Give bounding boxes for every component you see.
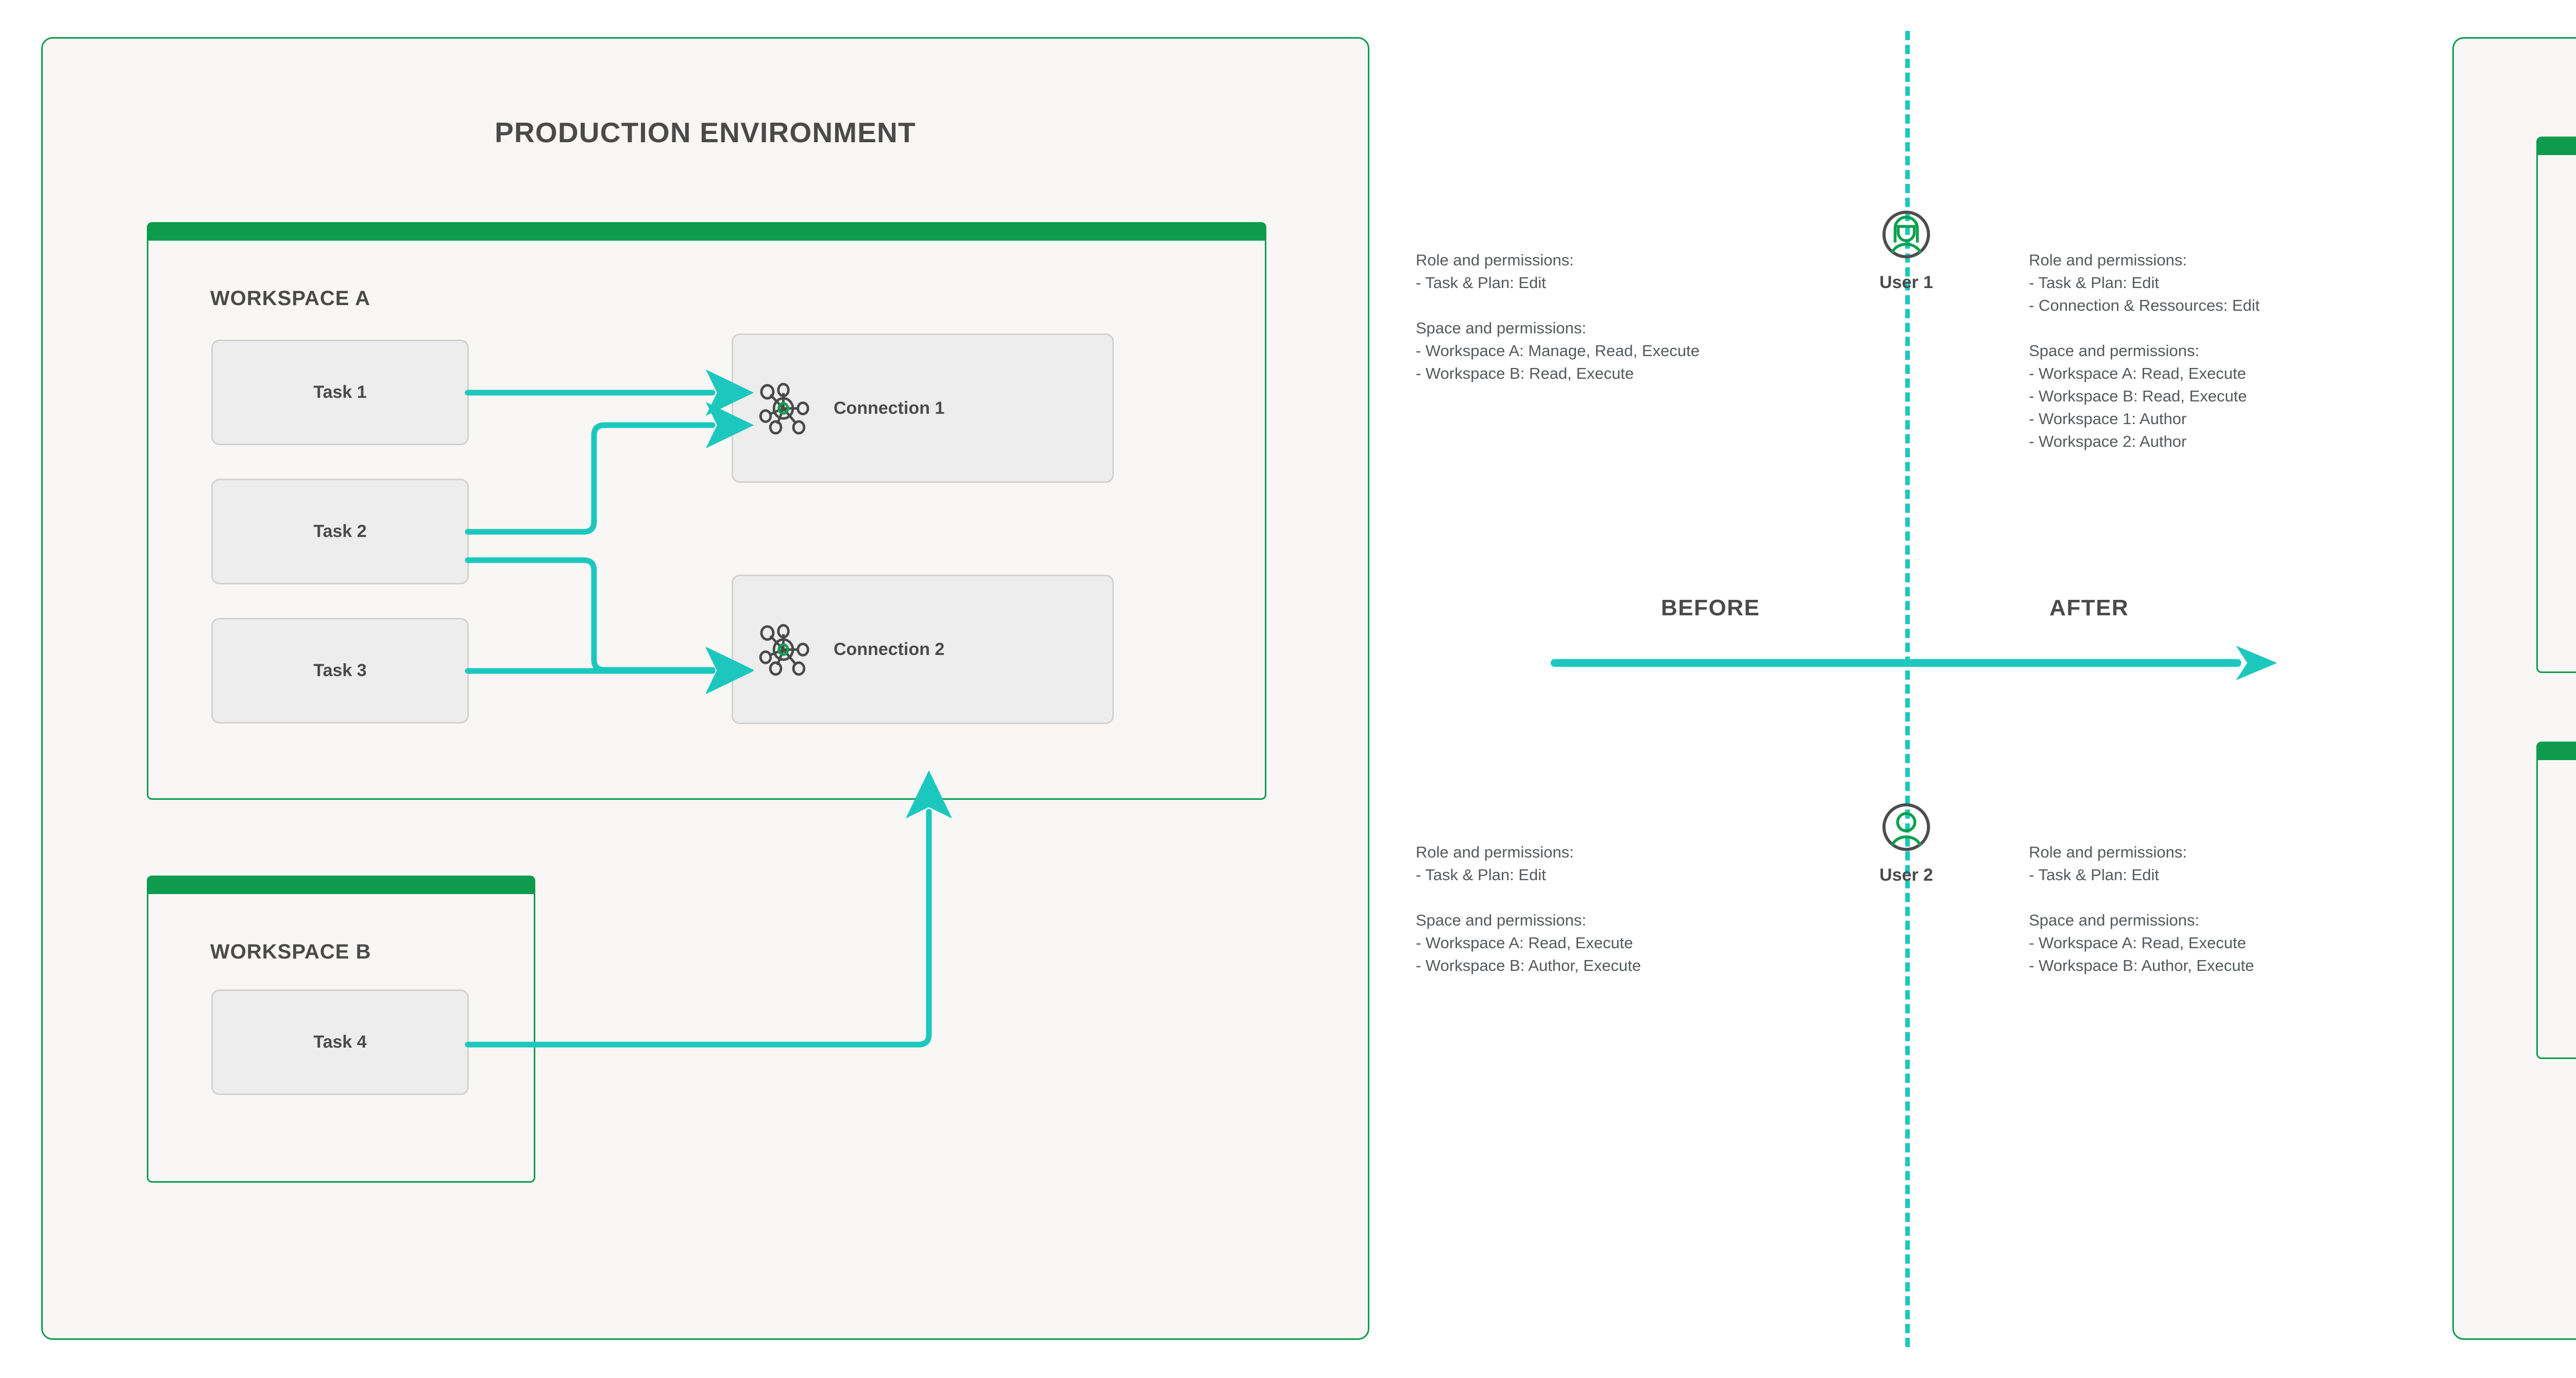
user-2-before-permissions: Role and permissions: - Task & Plan: Edi… bbox=[1416, 843, 1641, 975]
after-label: AFTER bbox=[2049, 595, 2129, 620]
node-label: Task 4 bbox=[313, 1032, 367, 1052]
before-production-environment-panel: PRODUCTION ENVIRONMENT WORKSPACE A Task … bbox=[41, 37, 1369, 1340]
node-label: Connection 2 bbox=[834, 639, 945, 659]
user-2-avatar-group: User 2 bbox=[1839, 796, 1973, 885]
node-label: Task 2 bbox=[313, 522, 367, 541]
before-task-3[interactable]: Task 3 bbox=[211, 618, 469, 724]
after-workspace-a: WORKSPACE A Task 1 Task 2 Task 3 bbox=[2536, 137, 2576, 673]
node-label: Task 1 bbox=[313, 382, 367, 402]
after-workspace-b: WORKSPACE B Task 4 bbox=[2536, 742, 2576, 1059]
workspace-header-bar bbox=[2536, 742, 2576, 760]
after-workspace-b-title: WORKSPACE B bbox=[2538, 788, 2576, 812]
user-avatar-long-hair-icon bbox=[1839, 204, 1973, 265]
before-workspace-b-title: WORKSPACE B bbox=[210, 940, 371, 963]
before-workspace-a: WORKSPACE A Task 1 Task 2 Task 3 bbox=[147, 222, 1266, 800]
user-1-before-permissions: Role and permissions: - Task & Plan: Edi… bbox=[1416, 251, 1700, 383]
before-task-2[interactable]: Task 2 bbox=[211, 479, 469, 584]
before-task-1[interactable]: Task 1 bbox=[211, 340, 469, 445]
before-connection-2[interactable]: Connection 2 bbox=[732, 575, 1114, 724]
user-2-label: User 2 bbox=[1879, 865, 1933, 885]
before-workspace-b: WORKSPACE B Task 4 bbox=[147, 876, 535, 1183]
user-1-label: User 1 bbox=[1879, 273, 1933, 292]
before-workspace-a-title: WORKSPACE A bbox=[210, 287, 370, 310]
before-label: BEFORE bbox=[1660, 595, 1760, 620]
before-after-divider bbox=[1905, 31, 1910, 1347]
node-label: Connection 1 bbox=[834, 398, 945, 418]
before-task-4[interactable]: Task 4 bbox=[211, 989, 469, 1095]
node-label: Task 3 bbox=[313, 661, 367, 680]
after-production-environment-panel: PRODUCTION ENVIRONMENT WORKSPACE A Task … bbox=[2452, 37, 2576, 1340]
before-environment-title: PRODUCTION ENVIRONMENT bbox=[495, 116, 916, 148]
user-2-after-permissions: Role and permissions: - Task & Plan: Edi… bbox=[2029, 843, 2255, 975]
workspace-header-bar bbox=[147, 222, 1266, 241]
connection-hub-icon bbox=[754, 379, 813, 438]
workspace-header-bar bbox=[147, 876, 535, 894]
after-workspace-a-title: WORKSPACE A bbox=[2538, 181, 2576, 204]
before-connection-1[interactable]: Connection 1 bbox=[732, 333, 1114, 483]
user-1-after-permissions: Role and permissions: - Task & Plan: Edi… bbox=[2029, 251, 2260, 451]
workspace-header-bar bbox=[2536, 137, 2576, 155]
user-avatar-icon bbox=[1839, 796, 1973, 858]
user-1-avatar-group: User 1 bbox=[1839, 204, 1973, 293]
connection-hub-icon bbox=[754, 620, 813, 679]
transition-arrow bbox=[1551, 646, 2277, 680]
